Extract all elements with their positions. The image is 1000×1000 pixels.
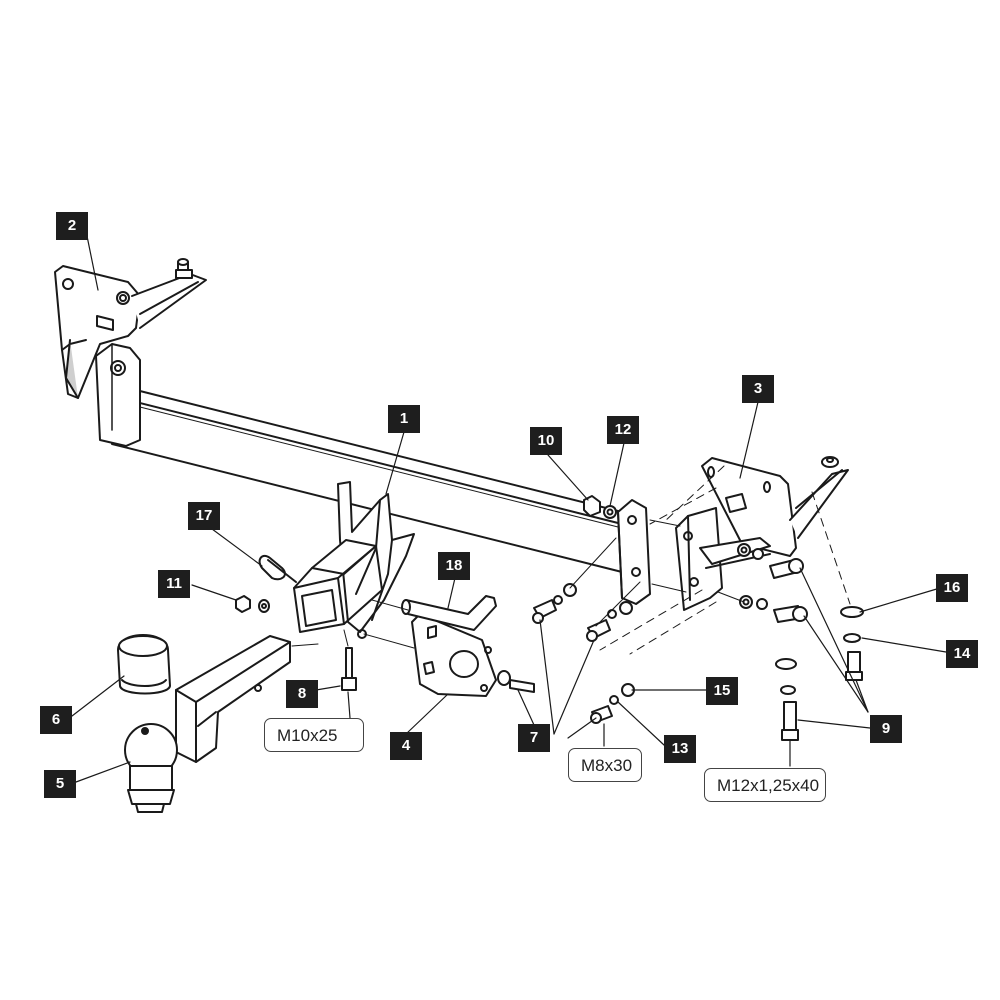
socket-plate	[411, 613, 497, 697]
mid-fasteners	[497, 583, 635, 724]
right-bracket-fasteners	[737, 543, 864, 741]
callout-11: 11	[158, 570, 190, 598]
receiver-bolt	[341, 647, 357, 691]
callout-13: 13	[664, 735, 696, 763]
callout-15: 15	[706, 677, 738, 705]
bolt-size-m8x30: M8x30	[568, 748, 642, 782]
ball-mount	[124, 635, 291, 813]
beam-right-plate	[617, 499, 651, 605]
left-bracket	[54, 258, 207, 447]
callout-10: 10	[530, 427, 562, 455]
callout-12: 12	[607, 416, 639, 444]
right-bracket	[675, 456, 849, 611]
callout-2: 2	[56, 212, 88, 240]
leader-lines	[71, 235, 947, 783]
callout-17: 17	[188, 502, 220, 530]
ball-cap	[117, 634, 171, 695]
callout-9: 9	[870, 715, 902, 743]
callout-6: 6	[40, 706, 72, 734]
callout-18: 18	[438, 552, 470, 580]
callout-14: 14	[946, 640, 978, 668]
assembly-lines	[291, 519, 745, 649]
callout-5: 5	[44, 770, 76, 798]
callout-3: 3	[742, 375, 774, 403]
callout-7: 7	[518, 724, 550, 752]
receiver-nut-washer	[235, 595, 270, 613]
assembly-guide-lines	[599, 465, 851, 655]
bolt-size-m10x25: M10x25	[264, 718, 364, 752]
callout-16: 16	[936, 574, 968, 602]
pin	[401, 595, 497, 631]
callout-8: 8	[286, 680, 318, 708]
callout-4: 4	[390, 732, 422, 760]
bolt-size-m12x1-25x40: M12x1,25x40	[704, 768, 826, 802]
callout-1: 1	[388, 405, 420, 433]
clip	[258, 554, 297, 583]
receiver-assembly	[293, 481, 415, 639]
